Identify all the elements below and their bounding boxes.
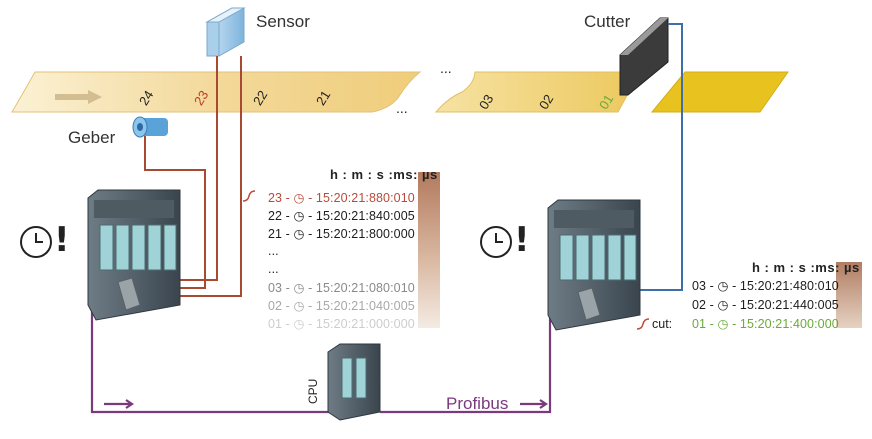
timestamp-line: 21 - ◷ - 15:20:21:800:000 — [268, 227, 415, 241]
cut-label: cut: — [652, 317, 673, 331]
encoder-roller — [132, 116, 168, 138]
plc-right — [547, 199, 641, 331]
ellipsis-label: ... — [396, 100, 408, 116]
left-log-ms-column — [418, 172, 440, 328]
ellipsis-label: ... — [440, 60, 452, 76]
cpu-label: CPU — [306, 378, 320, 404]
trigger-icon-right — [636, 318, 650, 330]
sensor-label: Sensor — [256, 12, 310, 31]
left-log-header: h : m : s :ms: µs — [330, 167, 438, 182]
timestamp-line: 03 - ◷ - 15:20:21:480:010 — [692, 279, 839, 293]
right-log-ms-column — [836, 262, 862, 328]
profibus-label: Profibus — [446, 394, 509, 413]
cutter-label: Cutter — [584, 12, 631, 31]
timestamp-line: 22 - ◷ - 15:20:21:840:005 — [268, 209, 415, 223]
timestamp-line: 01 - ◷ - 15:20:21:000:000 — [268, 317, 415, 331]
cpu-module — [327, 343, 381, 421]
cutter-blade — [619, 17, 669, 96]
tape-right — [434, 71, 789, 113]
timestamp-line: ... — [268, 262, 279, 276]
timestamp-line: 01 - ◷ - 15:20:21:400:000 — [692, 317, 839, 331]
timestamp-line: 23 - ◷ - 15:20:21:880:010 — [268, 191, 415, 205]
timestamp-line: ... — [268, 244, 279, 258]
alarm-clock-icon: ! — [20, 220, 70, 260]
cutter-wiring — [612, 23, 683, 291]
timestamp-line: 02 - ◷ - 15:20:21:440:005 — [692, 298, 839, 312]
timestamp-line: 02 - ◷ - 15:20:21:040:005 — [268, 299, 415, 313]
timestamp-line: 03 - ◷ - 15:20:21:080:010 — [268, 281, 415, 295]
trigger-icon-left — [242, 190, 256, 202]
sensor-box — [205, 7, 246, 57]
alarm-clock-icon: ! — [480, 220, 530, 260]
plc-left — [87, 189, 181, 321]
geber-label: Geber — [68, 128, 116, 147]
right-log-header: h : m : s :ms: µs — [752, 260, 860, 275]
encoder-wiring — [144, 56, 242, 297]
